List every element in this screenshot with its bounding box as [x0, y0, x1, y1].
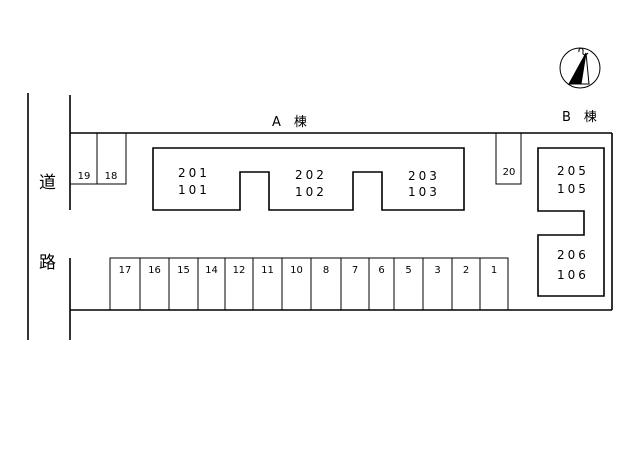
building-a — [152, 147, 465, 211]
parking-slot-number: 16 — [148, 265, 161, 276]
parking-slot-number: 11 — [261, 265, 274, 276]
unit-lower: 102 — [295, 185, 327, 199]
parking-slot-number: 6 — [378, 265, 384, 276]
unit-upper: 206 — [557, 248, 589, 262]
parking-slot-number: 7 — [352, 265, 358, 276]
road-label-top: 道 — [39, 173, 56, 193]
parking-slot-number: 20 — [503, 167, 516, 178]
parking-slot-number: 14 — [205, 265, 218, 276]
parking-slot-number: 1 — [491, 265, 497, 276]
parking-slot-number: 5 — [405, 265, 411, 276]
north-arrow-icon — [559, 47, 601, 89]
parking-stall — [479, 257, 509, 311]
unit-lower: 106 — [557, 268, 589, 282]
unit-lower: 103 — [408, 185, 440, 199]
unit-upper: 201 — [178, 166, 210, 180]
parking-slot-number: 3 — [434, 265, 440, 276]
parking-slot-number: 18 — [105, 171, 118, 182]
building-a-label: A 棟 — [272, 115, 307, 130]
parking-slot-number: 19 — [78, 171, 91, 182]
parking-slot-20: 20 — [495, 133, 522, 185]
parking-slot-number: 8 — [323, 265, 329, 276]
parking-slot-number: 17 — [119, 265, 132, 276]
building-b-label: B 棟 — [562, 110, 597, 125]
parking-bottom-row: 17 16 15 14 12 11 10 8 7 6 5 3 2 1 — [109, 257, 509, 311]
unit-labels: 201 101 202 102 203 103 205 105 206 106 — [178, 164, 589, 282]
building-b — [537, 147, 605, 297]
parking-top-row: 19 18 — [70, 133, 127, 185]
unit-upper: 205 — [557, 164, 589, 178]
unit-upper: 203 — [408, 169, 440, 183]
parking-slot-number: 12 — [233, 265, 246, 276]
unit-upper: 202 — [295, 168, 327, 182]
parking-slot-number: 2 — [463, 265, 469, 276]
parking-slot-number: 10 — [290, 265, 303, 276]
unit-lower: 105 — [557, 182, 589, 196]
unit-lower: 101 — [178, 183, 210, 197]
road: 道 路 — [27, 93, 56, 340]
road-label-bottom: 路 — [39, 253, 56, 273]
parking-slot-number: 15 — [177, 265, 190, 276]
